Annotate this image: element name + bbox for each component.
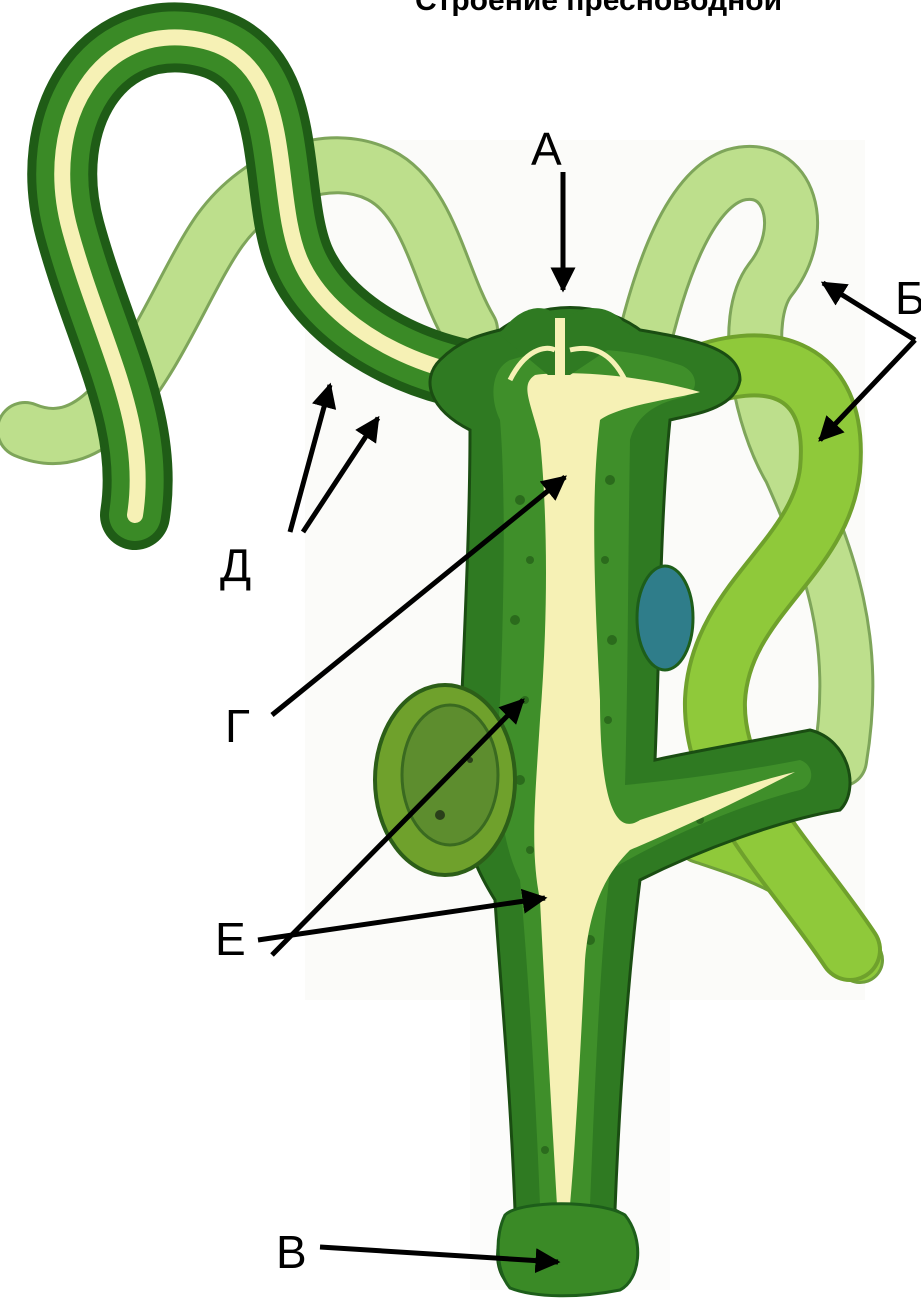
label-d: Д [220, 539, 251, 591]
label-g: Г [225, 700, 250, 752]
label-v: В [276, 1226, 307, 1278]
label-e: Е [215, 913, 246, 965]
label-b: Б [895, 272, 921, 324]
label-a: А [531, 123, 562, 175]
testis [637, 566, 693, 670]
basal-disc [498, 1204, 638, 1296]
